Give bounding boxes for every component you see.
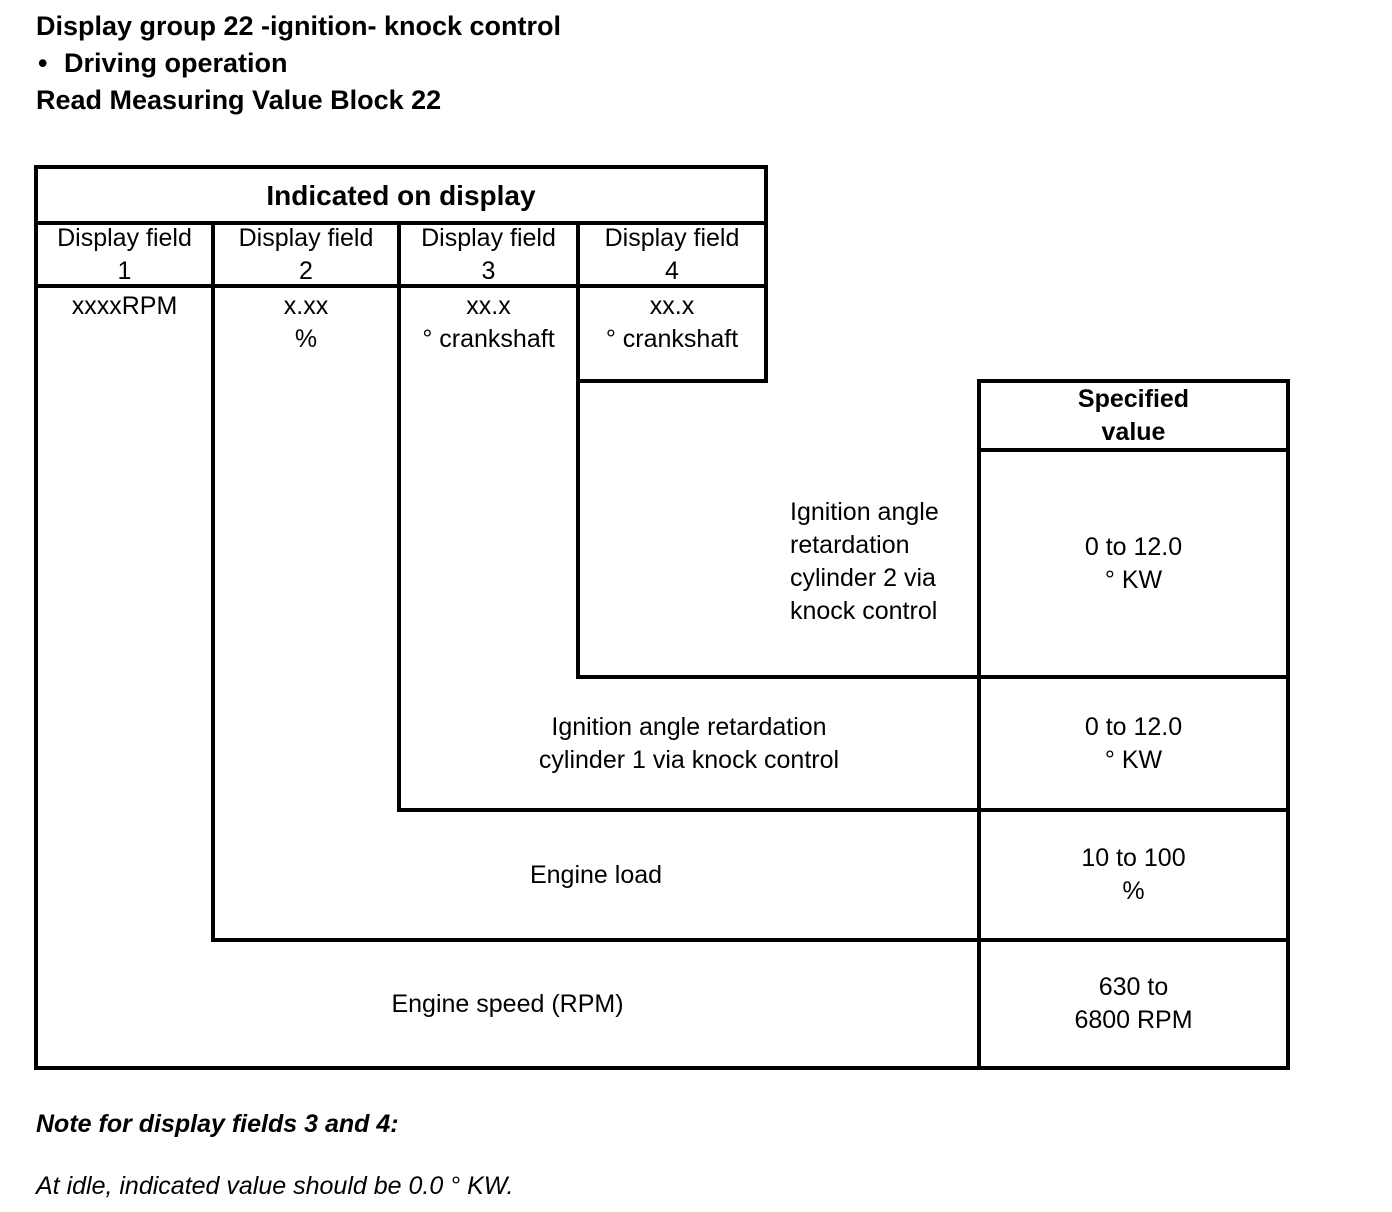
col-divider-4 xyxy=(764,165,768,383)
heading-bullet-label: Driving operation xyxy=(64,48,288,78)
spec-col-top-border xyxy=(977,379,1290,383)
table-bottom-border xyxy=(34,1066,1290,1070)
heading-title: Display group 22 -ignition- knock contro… xyxy=(36,11,562,41)
row-3-specified-value: 10 to 100 % xyxy=(1081,844,1186,905)
row-1-specified-value: 0 to 12.0 ° KW xyxy=(1084,532,1183,594)
display-field-1-header: Display field 1 xyxy=(57,223,192,285)
divider-row2-bottom xyxy=(397,808,1290,812)
display-field-4-value: xx.x ° crankshaft xyxy=(605,292,739,353)
specified-value-header: Specified value xyxy=(1077,384,1190,446)
display-field-2-value: x.xx % xyxy=(283,292,329,353)
display-field-3-header: Display field 3 xyxy=(421,223,556,285)
bullet-icon: • xyxy=(38,48,48,78)
divider-under-spec-head xyxy=(977,448,1290,452)
heading-bullet-item: • Driving operation xyxy=(36,45,1136,82)
step-top-field4 xyxy=(576,379,768,383)
row-2-description: Ignition angle retardation cylinder 1 vi… xyxy=(538,712,840,774)
row-4-specified-value: 630 to 6800 RPM xyxy=(1074,973,1193,1034)
display-field-4-header: Display field 4 xyxy=(604,223,740,285)
display-field-2-header: Display field 2 xyxy=(238,223,374,285)
divider-row1-bottom xyxy=(576,675,1290,679)
note-title: Note for display fields 3 and 4: xyxy=(36,1110,399,1138)
display-field-3-value: xx.x ° crankshaft xyxy=(422,292,555,353)
col-divider-1 xyxy=(211,221,215,942)
row-3-description: Engine load xyxy=(529,860,663,889)
table-right-border xyxy=(1286,379,1290,1070)
indicated-on-display-header: Indicated on display xyxy=(266,179,536,211)
heading-block: Display group 22 -ignition- knock contro… xyxy=(36,8,1136,119)
row-4-description: Engine speed (RPM) xyxy=(391,989,624,1018)
spec-col-left-border xyxy=(977,379,981,1070)
note-body: At idle, indicated value should be 0.0 °… xyxy=(36,1172,514,1200)
row-2-specified-value: 0 to 12.0 ° KW xyxy=(1084,712,1183,774)
divider-under-fieldnames xyxy=(34,284,768,288)
col-divider-2 xyxy=(397,221,401,812)
table-left-border xyxy=(34,165,38,1070)
divider-under-indicated xyxy=(34,221,768,225)
row-1-description: Ignition angle retardation cylinder 2 vi… xyxy=(790,497,939,625)
col-divider-3 xyxy=(576,221,580,679)
table-top-border xyxy=(34,165,768,169)
divider-row3-bottom xyxy=(211,938,1290,942)
heading-subtitle: Read Measuring Value Block 22 xyxy=(36,85,442,115)
display-field-1-value: xxxxRPM xyxy=(71,292,178,320)
